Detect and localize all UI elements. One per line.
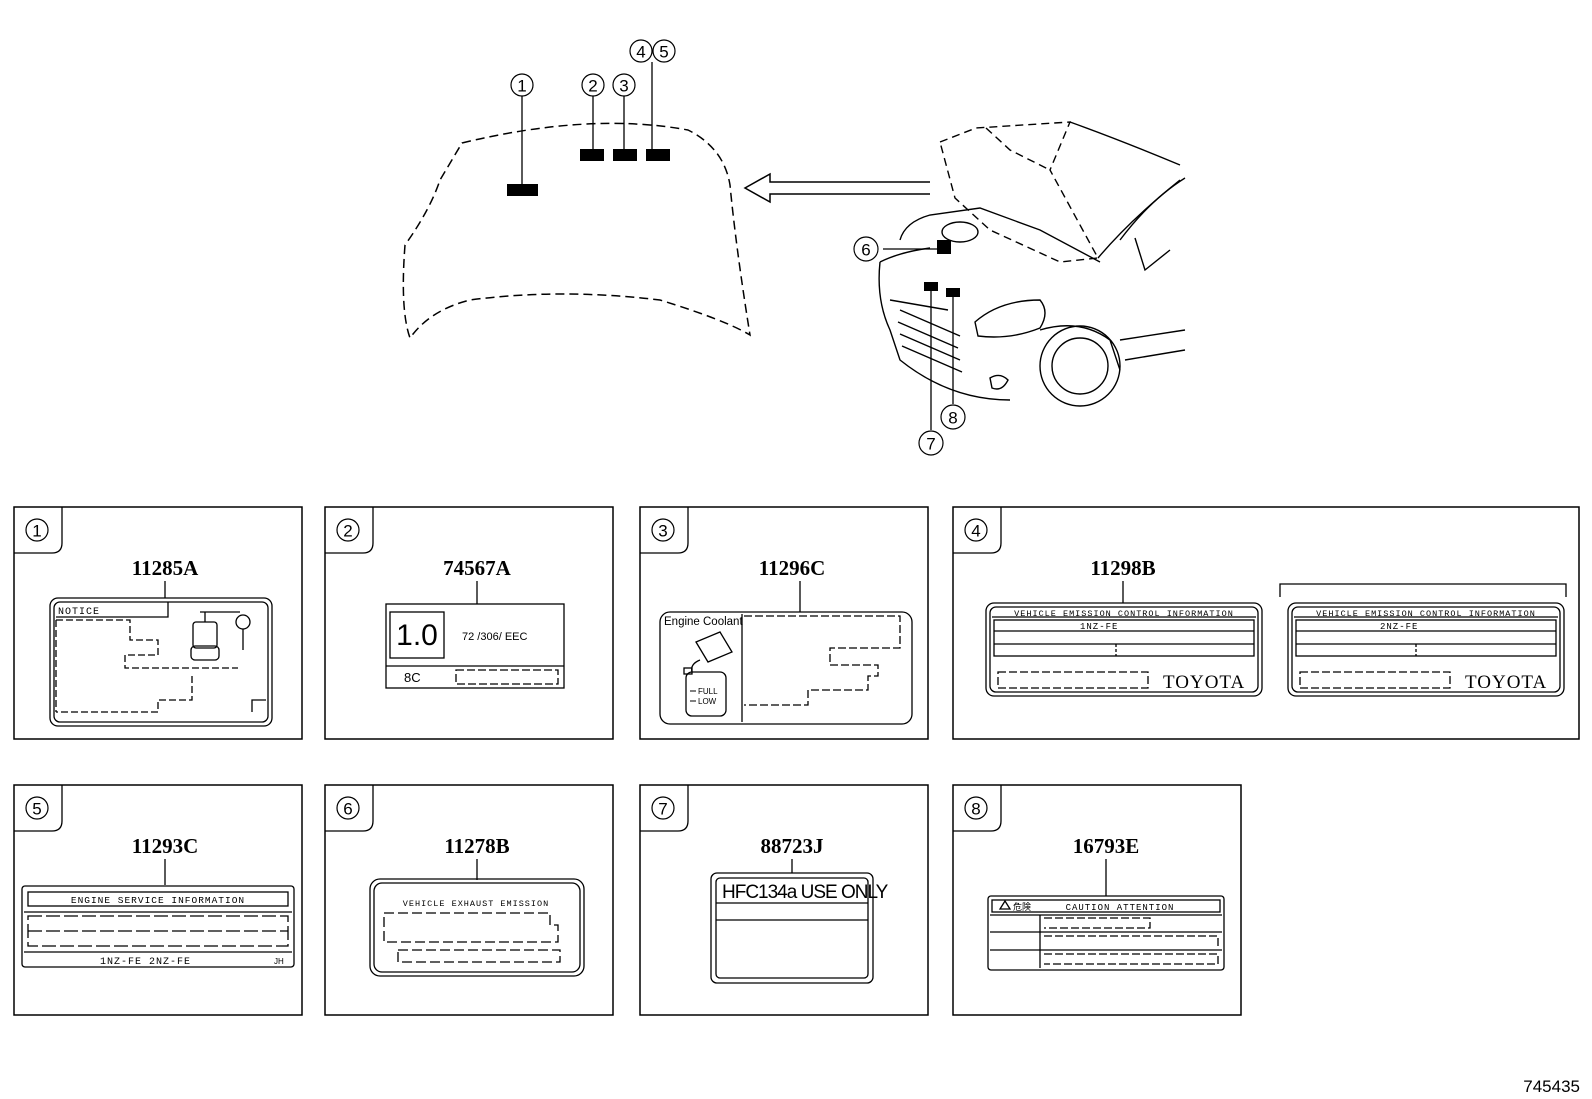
panel-3-heading: Engine Coolant <box>664 616 743 628</box>
hood-leader-lines <box>521 62 653 184</box>
callout-3: 3 <box>619 77 628 96</box>
panel-2-value: 1.0 <box>396 619 438 652</box>
panel-7-text: HFC134a USE ONLY <box>722 882 889 903</box>
panel-1-index: 1 <box>32 522 41 541</box>
panel-8-title: CAUTION ATTENTION <box>1066 903 1175 913</box>
panel-7-label <box>710 872 874 984</box>
panel-6-title: VEHICLE EXHAUST EMISSION <box>403 899 549 909</box>
hood-label-markers <box>507 149 670 196</box>
panel-4-label-b <box>1279 583 1567 697</box>
panel-2-directive: 72 /306/ EEC <box>462 631 527 643</box>
panel-4-title-b: VEHICLE EMISSION CONTROL INFORMATION <box>1316 609 1536 619</box>
panel-7-index: 7 <box>658 800 667 819</box>
panel-6-index: 6 <box>343 800 352 819</box>
panel-4-brand-a: TOYOTA <box>1163 672 1245 693</box>
panel-4-index: 4 <box>971 522 980 541</box>
panel-2-code: 8C <box>404 670 421 685</box>
panel-8-part-number: 16793E <box>1073 834 1140 858</box>
direction-arrow <box>743 172 930 204</box>
hood-illustration <box>402 122 751 340</box>
panel-3-full: FULL <box>698 687 718 696</box>
panel-3-part-number: 11296C <box>759 556 826 580</box>
panel-2-label <box>385 603 565 689</box>
panel-5-index: 5 <box>32 800 41 819</box>
car-label-markers <box>924 240 960 297</box>
callout-4: 4 <box>636 43 645 62</box>
panel-3-index: 3 <box>658 522 667 541</box>
callout-7: 7 <box>926 435 935 454</box>
panel-5-code: JH <box>274 957 284 966</box>
panel-4-engine-a: 1NZ-FE <box>1080 622 1118 632</box>
callout-2: 2 <box>588 77 597 96</box>
car-leader-lines <box>883 248 954 430</box>
panel-8-danger: 危険 <box>1013 901 1031 912</box>
callout-6: 6 <box>861 241 870 260</box>
callout-1: 1 <box>517 77 526 96</box>
callout-5: 5 <box>659 43 668 62</box>
panel-5-title: ENGINE SERVICE INFORMATION <box>71 895 245 906</box>
car-illustration <box>878 121 1186 407</box>
panel-5-label <box>21 885 295 968</box>
panel-tabs <box>14 507 1002 832</box>
panel-4-label-a <box>985 602 1263 697</box>
panel-5-engines: 1NZ-FE 2NZ-FE <box>100 957 191 968</box>
diagram-id: 745435 <box>1523 1077 1580 1096</box>
panel-4-part-number: 11298B <box>1090 556 1155 580</box>
panel-5-part-number: 11293C <box>132 834 199 858</box>
panel-3-low: LOW <box>698 697 717 706</box>
callout-8: 8 <box>948 409 957 428</box>
panel-6-label <box>369 878 585 977</box>
panel-8-index: 8 <box>971 800 980 819</box>
panel-3-label <box>659 611 913 725</box>
panel-2-part-number: 74567A <box>443 556 512 580</box>
panel-4-engine-b: 2NZ-FE <box>1380 622 1418 632</box>
panel-4-brand-b: TOYOTA <box>1465 672 1547 693</box>
panel-1-part-number: 11285A <box>132 556 199 580</box>
panel-1-label <box>49 597 273 727</box>
panel-4-title-a: VEHICLE EMISSION CONTROL INFORMATION <box>1014 609 1234 619</box>
panel-1-notice-text: NOTICE <box>58 607 100 618</box>
panel-8-label <box>987 895 1225 971</box>
panel-6-part-number: 11278B <box>444 834 509 858</box>
panel-2-index: 2 <box>343 522 352 541</box>
panel-7-part-number: 88723J <box>761 834 824 858</box>
panel-frames <box>13 506 1580 1016</box>
callouts <box>510 39 966 456</box>
